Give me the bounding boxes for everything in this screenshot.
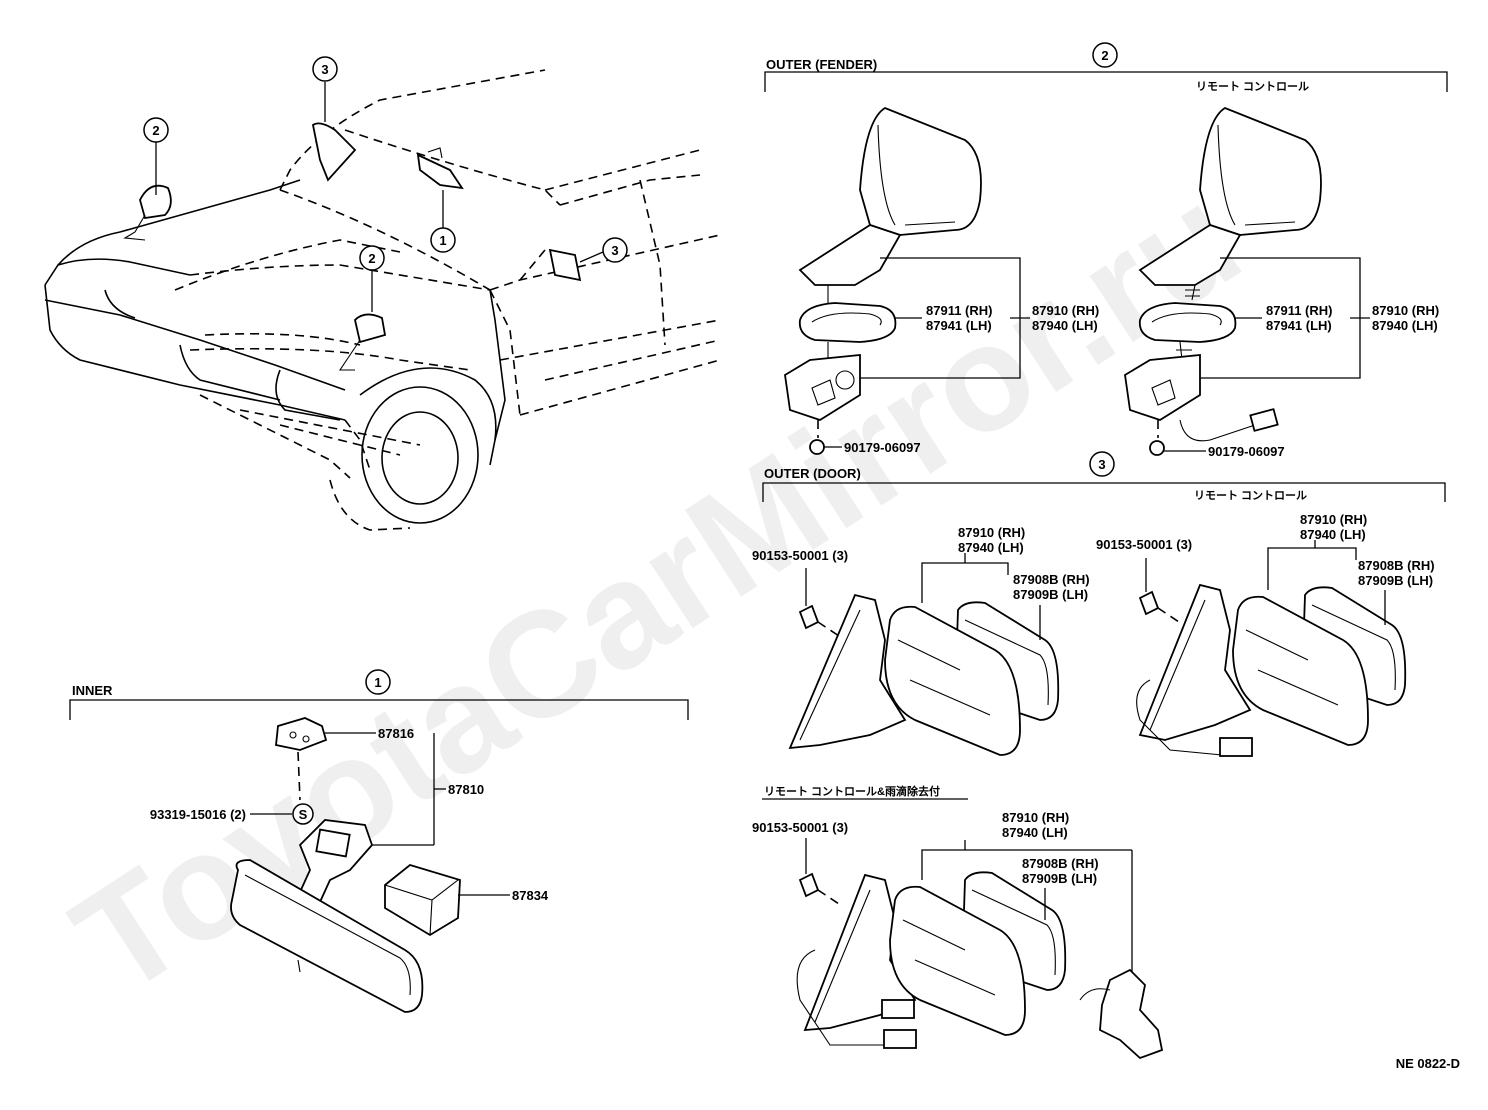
outer-fender-section: OUTER (FENDER) 2 リモート コントロール 87911 (RH) … [764,42,1448,459]
heater-87908b: 87908B (RH) [1022,856,1099,871]
mirror-switch [1099,968,1164,1060]
label-87834: 87834 [512,888,549,903]
fender-left-87941: 87941 (LH) [926,318,992,333]
inner-callout: 1 [374,675,381,690]
car-callout-2-fender: 2 [359,245,385,271]
door-mirror-left [884,605,1021,756]
svg-text:2: 2 [152,123,159,138]
mirror-cover-87834 [384,864,461,937]
svg-text:3: 3 [611,243,618,258]
fender-mirror-left [859,106,982,236]
door-right-87910: 87910 (RH) [1300,512,1367,527]
door-left-87908b: 87908B (RH) [1013,572,1090,587]
door-right-screw: 90153-50001 (3) [1096,537,1192,552]
door-left-87910: 87910 (RH) [958,525,1025,540]
outer-door-title: OUTER (DOOR) [764,466,861,481]
inner-section: INNER 1 S 87816 87810 93319-15016 (2) 87… [69,669,689,1013]
door-left-screw: 90153-50001 (3) [752,548,848,563]
inner-mirror-87810 [230,859,424,1013]
fender-right-87941: 87941 (LH) [1266,318,1332,333]
outer-fender-callout: 2 [1101,48,1108,63]
label-93319-15016: 93319-15016 (2) [150,807,246,822]
fender-right-87940: 87940 (LH) [1372,318,1438,333]
heater-87909b: 87909B (LH) [1022,871,1097,886]
fender-mirror-right [1199,106,1322,236]
fender-right-87911: 87911 (RH) [1266,303,1332,318]
fender-left-87940: 87940 (LH) [1032,318,1098,333]
remote-heater-section: リモート コントロール&雨滴除去付 90153-50001 (3) 87910 … [752,784,1164,1060]
door-left-87940: 87940 (LH) [958,540,1024,555]
mirror-bracket-87816 [275,717,328,751]
fender-left-bolt: 90179-06097 [844,440,921,455]
label-87816: 87816 [378,726,414,741]
outer-door-remote-label: リモート コントロール [1194,489,1307,502]
screw-symbol: S [299,807,308,822]
heated-mirror [889,885,1026,1036]
svg-text:1: 1 [439,233,446,248]
outer-fender-remote-label: リモート コントロール [1196,80,1309,93]
car-callout-1: 1 [430,227,456,253]
heater-screw: 90153-50001 (3) [752,820,848,835]
label-87810: 87810 [448,782,484,797]
car-overview-illustration [44,69,721,531]
svg-text:2: 2 [368,251,375,266]
fender-left-87911: 87911 (RH) [926,303,992,318]
car-callout-2-left: 2 [143,117,169,143]
diagram-code: NE 0822-D [1396,1056,1460,1071]
heater-87940: 87940 (LH) [1002,825,1068,840]
fender-right-87910: 87910 (RH) [1372,303,1439,318]
inner-title: INNER [72,683,113,698]
fender-left-87910: 87910 (RH) [1032,303,1099,318]
door-mirror-right [1232,595,1369,746]
fender-right-bolt: 90179-06097 [1208,444,1285,459]
heater-87910: 87910 (RH) [1002,810,1069,825]
car-callout-3-top: 3 [312,56,338,82]
outer-door-section: OUTER (DOOR) 3 リモート コントロール 90153-50001 (… [752,451,1446,757]
door-right-87908b: 87908B (RH) [1358,558,1435,573]
remote-heater-title: リモート コントロール&雨滴除去付 [764,784,940,798]
door-left-87909b: 87909B (LH) [1013,587,1088,602]
svg-text:3: 3 [321,62,328,77]
outer-door-callout: 3 [1098,457,1105,472]
door-right-87940: 87940 (LH) [1300,527,1366,542]
door-right-87909b: 87909B (LH) [1358,573,1433,588]
car-callout-3-door: 3 [602,237,628,263]
outer-fender-title: OUTER (FENDER) [766,57,877,72]
